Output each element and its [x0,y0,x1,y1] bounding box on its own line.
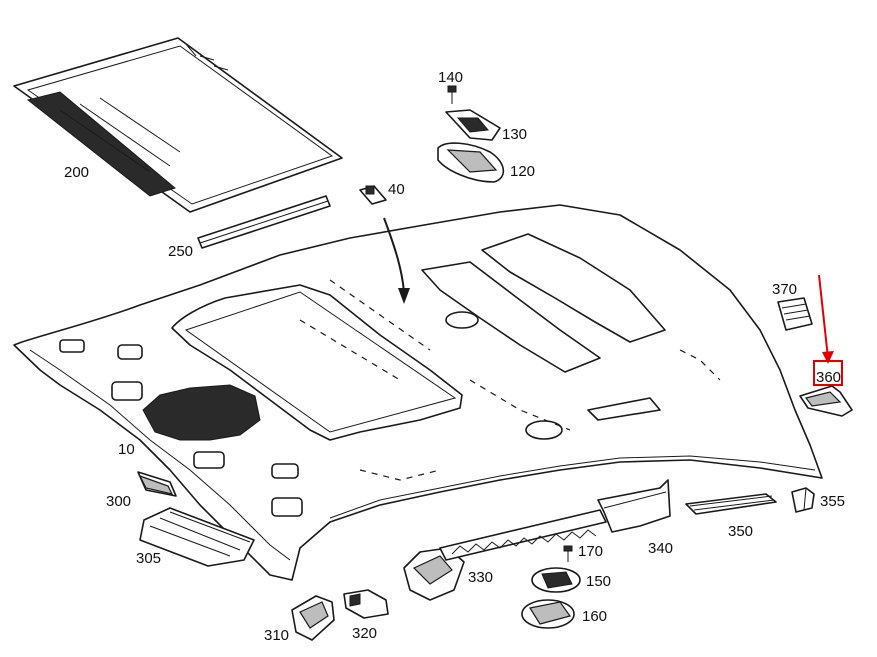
label-140: 140 [438,69,463,86]
label-160: 160 [582,608,607,625]
label-355: 355 [820,493,845,510]
part-310 [291,595,335,641]
label-350: 350 [728,523,753,540]
label-320: 320 [352,625,377,642]
label-310: 310 [264,627,289,644]
seal-strip [197,195,331,249]
console-cutout [142,384,261,441]
highlight-arrow [818,274,829,359]
serrated-strip [439,509,607,561]
label-250: 250 [168,243,193,260]
rear-panel-right [481,233,666,343]
light-housing-parts [437,85,505,183]
part-360 [799,385,853,417]
label-330: 330 [468,569,493,586]
label-130: 130 [502,126,527,143]
label-200: 200 [64,164,89,181]
part-340 [597,479,671,533]
label-300: 300 [106,493,131,510]
highlight-360 [813,274,843,386]
sunshade-panel [13,37,343,213]
part-350 [685,493,777,515]
label-10: 10 [118,441,135,458]
part-355 [791,487,815,513]
clip-40 [359,185,410,304]
label-340: 340 [648,540,673,557]
label-120: 120 [510,163,535,180]
part-320 [343,589,389,619]
label-305: 305 [136,550,161,567]
part-300 [137,471,177,497]
headliner-panel [13,204,823,581]
rear-panel-left [421,261,601,373]
label-360: 360 [816,369,841,386]
part-370 [777,297,813,331]
label-370: 370 [772,281,797,298]
label-170: 170 [578,543,603,560]
label-40: 40 [388,181,405,198]
label-150: 150 [586,573,611,590]
parts-150-160-170 [521,545,581,629]
sunroof-opening [171,284,463,441]
part-305 [139,507,255,567]
